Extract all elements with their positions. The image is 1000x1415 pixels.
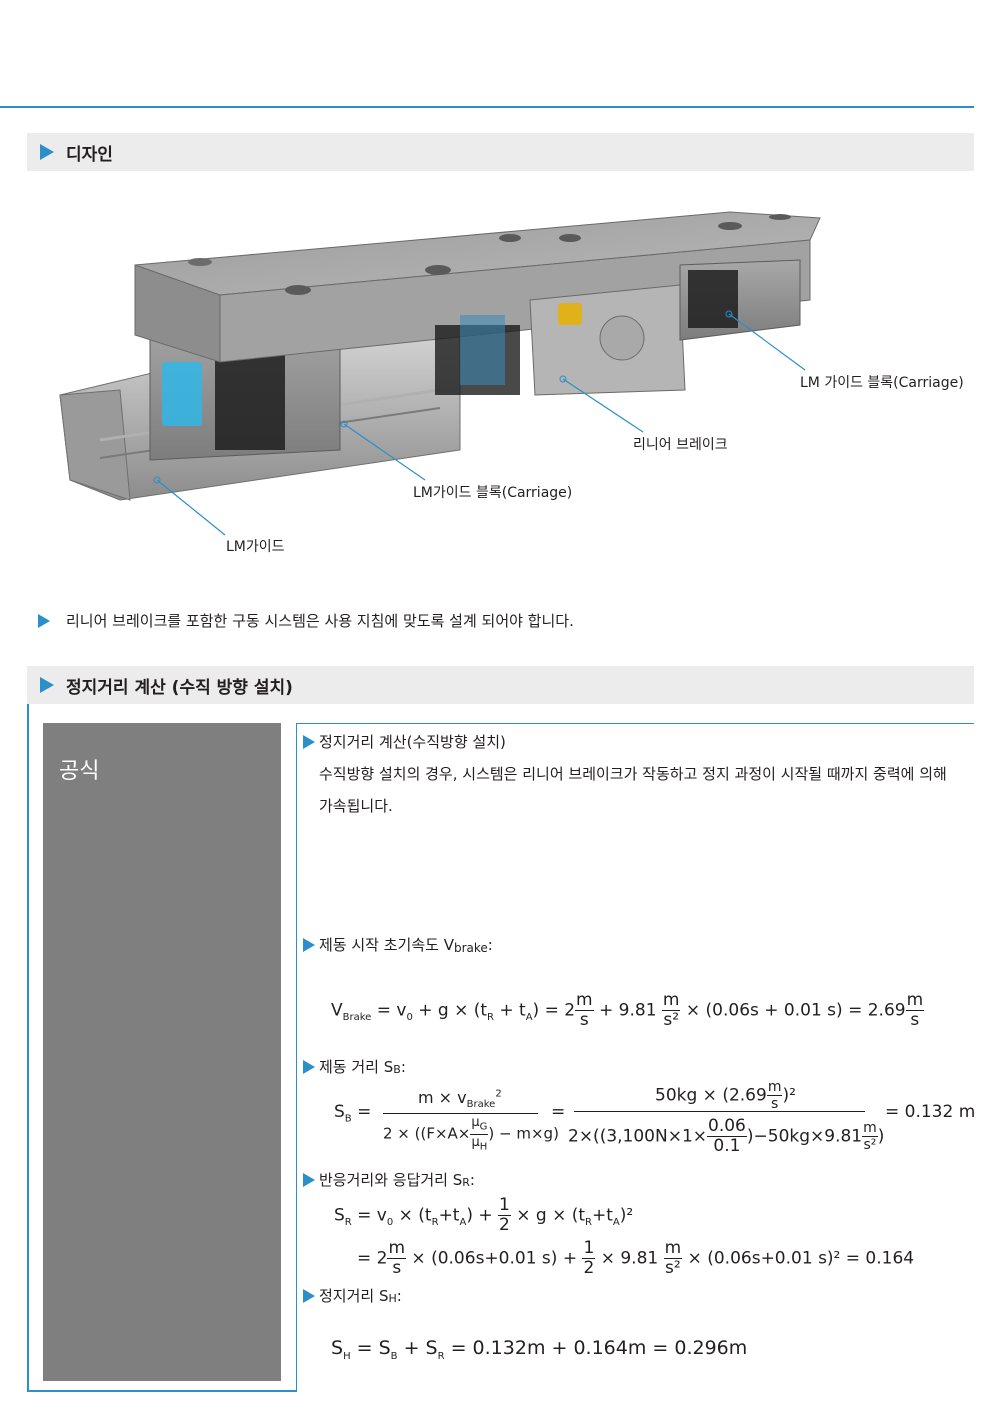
fraction-bar [383,1113,538,1114]
frame-line [297,723,974,724]
sb-colon: : [400,1057,406,1076]
sh-colon: : [396,1286,402,1305]
play-triangle-icon [303,734,315,749]
callout-lm-guide: LM가이드 [226,539,285,555]
sr-subscript: R [462,1176,470,1189]
play-triangle-icon [303,1288,315,1303]
sh-heading-text: 정지거리 S [319,1287,389,1305]
calc-description: 수직방향 설치의 경우, 시스템은 리니어 브레이크가 작동하고 정지 과정이 … [319,765,947,815]
design-note: 리니어 브레이크를 포함한 구동 시스템은 사용 지침에 맞도록 설계 되어야 … [38,610,574,631]
equation-sh: SH = SB + SR = 0.132m + 0.164m = 0.296m [331,1337,748,1362]
sb-result: = 0.132 m [885,1102,976,1122]
play-triangle-icon [303,1172,315,1187]
section-header-design: 디자인 [27,133,974,171]
equation-sb-num1: m × vBrake2 [418,1088,502,1111]
sb-subscript: B [393,1063,401,1076]
callout-carriage-rear: LM 가이드 블록(Carriage) [800,375,964,391]
top-rule [0,106,974,108]
sb-heading-text: 제동 거리 S [319,1058,394,1076]
frame-line [296,723,297,1392]
equation-sb-lhs: SB = [334,1102,372,1125]
play-triangle-icon [303,1059,315,1074]
design-note-text: 리니어 브레이크를 포함한 구동 시스템은 사용 지침에 맞도록 설계 되어야 … [66,612,574,630]
sr-result: = 0.164 [845,1248,915,1269]
formula-label: 공식 [59,759,100,784]
section-header-stopping: 정지거리 계산 (수직 방향 설치) [27,666,974,704]
equation-sb-eq: = [551,1102,566,1122]
formula-panel: 공식 [43,723,281,1381]
sh-result: = 0.132m + 0.164m = 0.296m [450,1337,748,1359]
callout-carriage-front: LM가이드 블록(Carriage) [413,485,573,501]
play-triangle-icon [40,144,54,160]
callout-linear-brake: 리니어 브레이크 [633,437,728,453]
frame-line [27,1390,297,1392]
sr-colon: : [469,1170,475,1189]
play-triangle-icon [303,937,315,952]
calc-heading: 정지거리 계산(수직방향 설치) [303,731,506,752]
sr-heading-text: 반응거리와 응답거리 S [319,1171,463,1189]
vbrake-subscript: brake [453,940,488,955]
frame-line [27,704,29,1392]
calc-heading-text: 정지거리 계산(수직방향 설치) [319,733,506,751]
fraction-bar [574,1111,865,1112]
product-drawing [59,211,821,536]
sh-subscript: H [388,1292,397,1305]
play-triangle-icon [40,677,54,693]
section-title-design: 디자인 [66,144,113,165]
section-title-stopping: 정지거리 계산 (수직 방향 설치) [66,677,293,698]
vbrake-colon: : [487,935,493,954]
linear-brake-illustration: LM가이드 LM가이드 블록(Carriage) 리니어 브레이크 LM 가이드… [40,190,980,570]
vbrake-heading-text: 제동 시작 초기속도 V [319,936,454,954]
play-triangle-icon [38,613,50,628]
